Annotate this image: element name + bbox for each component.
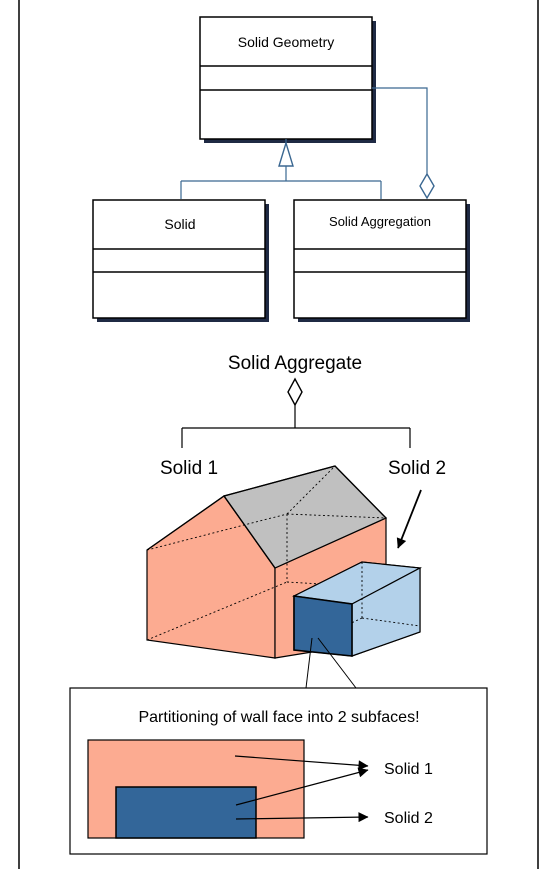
arrow-subface-2-to-solid-1: [235, 767, 369, 806]
aggregate-part-solid-1: Solid 1: [160, 458, 218, 479]
subface-solid-2: [115, 786, 257, 839]
aggregate-title: Solid Aggregate: [228, 353, 362, 374]
callout-label-solid-1: Solid 1: [384, 761, 433, 778]
class-name-solid: Solid: [164, 216, 195, 232]
aggregate-diamond-icon: [287, 377, 303, 407]
solid-2-pointer-arrow: [396, 489, 422, 549]
annex-front-face: [293, 595, 353, 657]
class-name-solid-geometry: Solid Geometry: [238, 34, 334, 50]
uml-diagram: Solid Geometry Solid: [92, 16, 470, 322]
aggregation-diamond-icon: [419, 172, 435, 200]
aggregation-connector: [372, 87, 435, 200]
class-box-solid[interactable]: Solid: [92, 199, 269, 322]
aggregate-part-solid-2: Solid 2: [388, 458, 446, 479]
class-box-solid-geometry[interactable]: Solid Geometry: [199, 16, 376, 143]
callout-label-solid-2: Solid 2: [384, 810, 433, 827]
generalization-connector: [180, 139, 382, 199]
inheritance-arrow-icon: [278, 140, 294, 167]
callout-box: Partitioning of wall face into 2 subface…: [69, 687, 488, 855]
house-illustration: [146, 465, 423, 689]
annex-solid-2: [291, 561, 423, 657]
callout-pointer: [305, 637, 357, 689]
arrow-subface-1: [234, 755, 369, 771]
callout-title: Partitioning of wall face into 2 subface…: [138, 709, 419, 726]
arrow-subface-2-to-solid-2: [235, 812, 369, 823]
class-box-solid-aggregation[interactable]: Solid Aggregation: [293, 199, 470, 322]
class-name-solid-aggregation: Solid Aggregation: [329, 214, 431, 229]
page-frame: [18, 0, 539, 869]
aggregate-tree: Solid Aggregate Solid 1 Solid 2: [160, 353, 446, 479]
